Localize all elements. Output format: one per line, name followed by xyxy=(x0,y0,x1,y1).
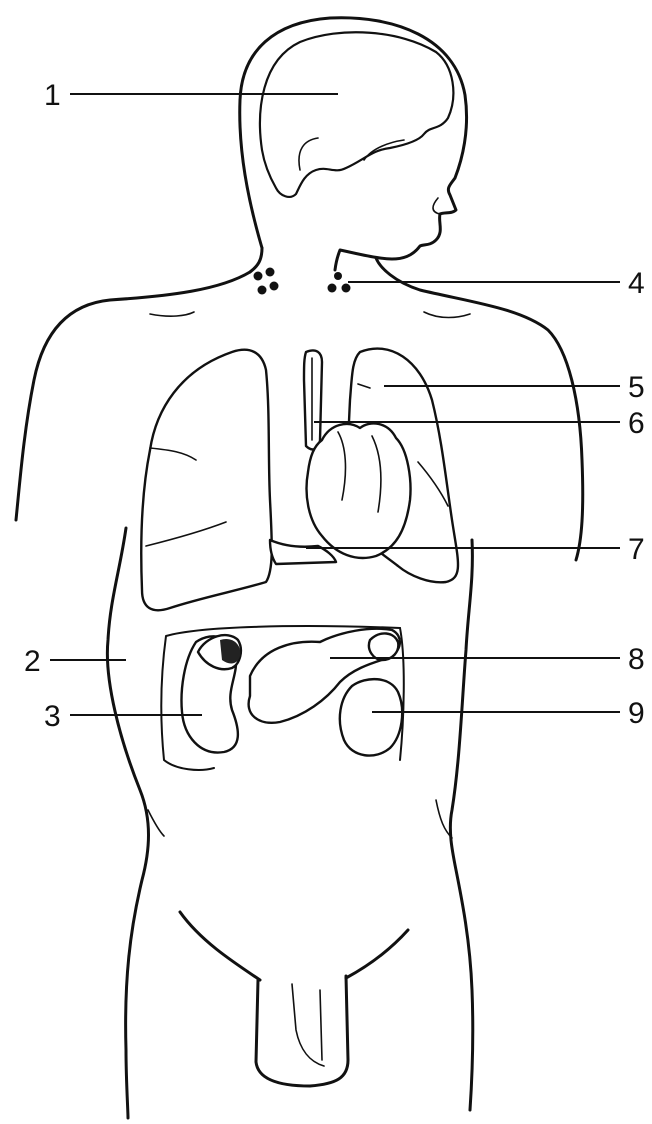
right-groin-line xyxy=(346,930,408,978)
parathyroid-dot xyxy=(328,284,337,293)
left-groin-line xyxy=(180,912,260,980)
right-adrenal-gland xyxy=(369,633,398,660)
label-8: 8 xyxy=(628,643,645,676)
body-outline xyxy=(16,18,583,1118)
genital-outline xyxy=(256,976,348,1086)
head-outline xyxy=(240,18,467,270)
parathyroid-dot xyxy=(254,272,263,281)
thymus xyxy=(304,350,322,449)
right-kidney xyxy=(340,679,402,755)
face-detail xyxy=(433,198,440,214)
neck-back xyxy=(250,248,262,272)
heart xyxy=(307,423,411,558)
parathyroid-dot xyxy=(258,286,267,295)
parathyroid-dot xyxy=(342,284,351,293)
diaphragm xyxy=(270,540,336,564)
parathyroid-dot xyxy=(270,282,279,291)
parathyroid-dot xyxy=(266,268,275,277)
parathyroid-glands xyxy=(254,268,351,295)
left-torso-side xyxy=(107,528,148,1118)
leader-lines xyxy=(50,94,620,715)
label-4: 4 xyxy=(628,267,645,300)
label-5: 5 xyxy=(628,371,645,404)
rib-mark-left xyxy=(150,312,194,316)
left-lung xyxy=(141,350,272,611)
label-2: 2 xyxy=(24,645,41,678)
label-1: 1 xyxy=(44,79,61,112)
genital-detail xyxy=(292,984,324,1066)
label-3: 3 xyxy=(44,700,61,733)
parathyroid-dot xyxy=(334,272,342,280)
right-torso-side xyxy=(450,540,472,1110)
brain xyxy=(260,32,453,197)
label-7: 7 xyxy=(628,533,645,566)
left-side-mark xyxy=(148,810,164,836)
label-9: 9 xyxy=(628,697,645,730)
rib-mark-right xyxy=(424,312,470,318)
label-6: 6 xyxy=(628,407,645,440)
